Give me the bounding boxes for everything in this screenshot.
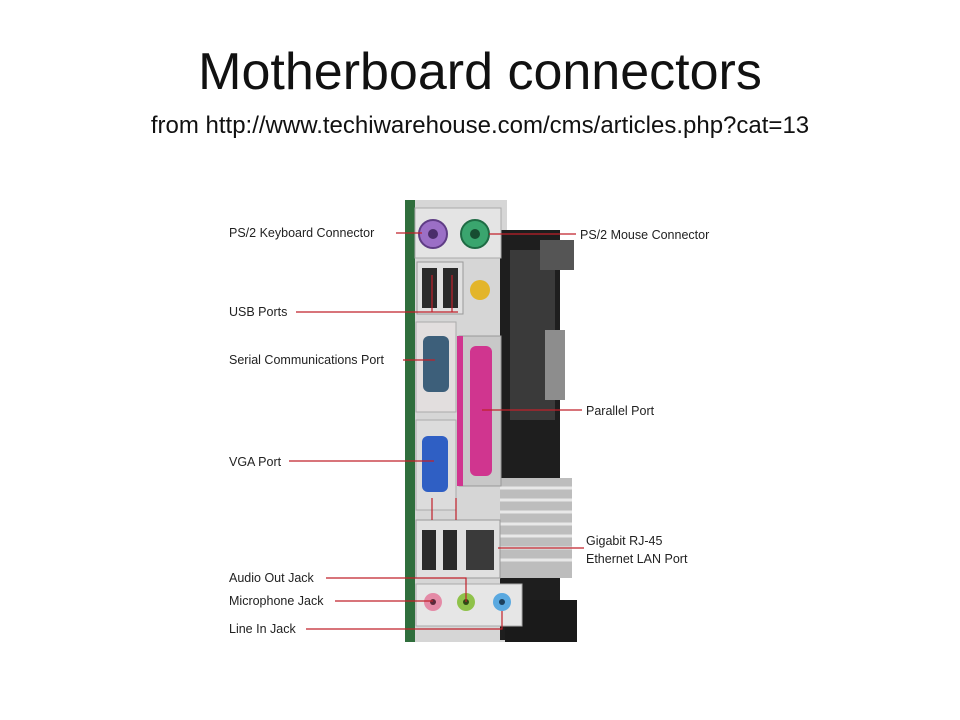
- vga-port: [422, 436, 448, 492]
- leader-lines: [289, 232, 584, 630]
- label-microphone-jack: Microphone Jack: [229, 594, 324, 608]
- label-vga-port: VGA Port: [229, 455, 282, 469]
- label-parallel-port: Parallel Port: [586, 404, 655, 418]
- yellow-component: [470, 280, 490, 300]
- slide-subtitle: from http://www.techiwarehouse.com/cms/a…: [150, 112, 810, 139]
- serial-port: [423, 336, 449, 392]
- parallel-port: [470, 346, 492, 476]
- label-ps2-mouse: PS/2 Mouse Connector: [580, 228, 710, 242]
- usb-port-4: [443, 530, 457, 570]
- label-gigabit-line2: Ethernet LAN Port: [586, 552, 688, 566]
- usb-port-3: [422, 530, 436, 570]
- label-gigabit-line1: Gigabit RJ-45: [586, 534, 663, 548]
- capacitor-bank: [545, 330, 565, 400]
- label-audio-out-jack: Audio Out Jack: [229, 571, 314, 585]
- leader-audio-out: [326, 577, 467, 602]
- usb-port-2: [443, 268, 458, 308]
- label-usb-ports: USB Ports: [229, 305, 288, 319]
- leader-line-in: [306, 611, 503, 630]
- label-serial-port: Serial Communications Port: [229, 353, 384, 367]
- latch: [540, 240, 574, 270]
- label-ps2-keyboard: PS/2 Keyboard Connector: [229, 226, 375, 240]
- slide-title: Motherboard connectors: [198, 43, 762, 101]
- rj45-port: [466, 530, 494, 570]
- label-line-in-jack: Line In Jack: [229, 622, 296, 636]
- leader-gigabit: [431, 498, 584, 549]
- pcb-edge: [405, 200, 417, 642]
- usb-port-1: [422, 268, 437, 308]
- heatsink: [500, 478, 572, 578]
- leader-usb: [296, 275, 458, 313]
